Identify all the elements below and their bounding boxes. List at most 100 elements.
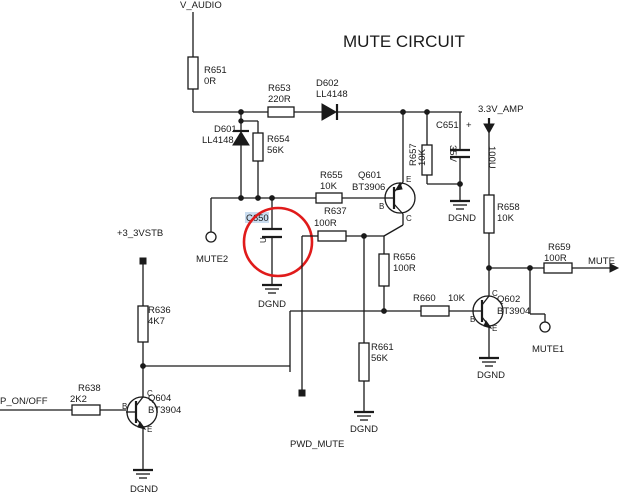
q602-pin-b: B <box>470 315 475 324</box>
net-p-on-off: P_ON/OFF <box>0 396 72 411</box>
net-label-v-audio: V_AUDIO <box>180 0 222 11</box>
r637-value: 100R <box>314 218 337 229</box>
q604-pin-b: B <box>122 402 127 411</box>
net-pwd-mute: PWD_MUTE <box>143 236 344 450</box>
net-label-p-on-off: P_ON/OFF <box>0 396 48 407</box>
mute1-label: MUTE1 <box>532 344 564 355</box>
highlight-ring-c650 <box>242 206 314 278</box>
q602-ref: Q602 <box>497 294 520 305</box>
net-label-mute: MUTE <box>588 256 615 267</box>
q601-pin-e: E <box>406 175 411 184</box>
schematic-title: MUTE CIRCUIT <box>343 32 465 51</box>
transistor-q604: Q604 BT3904 B C E <box>122 389 181 470</box>
transistor-q601: Q601 BT3906 B E C <box>352 112 416 237</box>
r661-value: 56K <box>371 353 389 364</box>
q604-pin-e: E <box>147 425 152 434</box>
net-label-pwd-mute: PWD_MUTE <box>290 439 344 450</box>
d601-ref: D601 <box>214 124 237 135</box>
q601-ref: Q601 <box>358 170 381 181</box>
r636-value: 4K7 <box>148 316 165 327</box>
net-3v3-amp: 3.3V_AMP <box>478 104 523 195</box>
resistor-r653: R653 220R <box>267 83 295 118</box>
test-point-mute1: MUTE1 <box>529 268 564 355</box>
q602-value: BT3904 <box>497 306 530 317</box>
c650-highlight <box>245 212 269 223</box>
d602-value: LL4148 <box>316 89 348 100</box>
r653-value: 220R <box>268 94 291 105</box>
c650-marker: U <box>259 237 268 243</box>
capacitor-c651: C651 35V 100U + <box>436 112 497 201</box>
r653-ref: R653 <box>268 83 291 94</box>
r655-ref: R655 <box>320 170 343 181</box>
net-3v3-stb: +3_3VSTB <box>117 228 163 306</box>
resistor-r655: R655 10K <box>315 170 384 204</box>
r660-value: 10K <box>448 293 466 304</box>
q601-value: BT3906 <box>352 182 385 193</box>
resistor-r637: R637 100R <box>302 206 384 242</box>
ground-c650: DGND <box>258 283 286 310</box>
q604-gnd-label: DGND <box>130 484 158 495</box>
q602-gnd-label: DGND <box>477 370 505 381</box>
q604-value: BT3904 <box>148 405 181 416</box>
ground-r661: DGND <box>350 410 378 435</box>
resistor-r660: R660 10K <box>289 293 482 372</box>
r659-ref: R659 <box>548 242 571 253</box>
c651-polarity: + <box>466 120 472 131</box>
r658-ref: R658 <box>497 202 520 213</box>
ground-c651: DGND <box>448 199 476 224</box>
net-label-3v3-amp: 3.3V_AMP <box>478 104 523 115</box>
r657-ref: R657 <box>408 143 419 166</box>
r651-ref: R651 <box>204 65 227 76</box>
d602-ref: D602 <box>316 78 339 89</box>
c651-voltage: 35V <box>447 145 458 163</box>
net-v-audio: V_AUDIO <box>180 0 222 57</box>
resistor-r651: R651 0R <box>187 56 227 112</box>
d601-value: LL4148 <box>202 135 234 146</box>
r661-ref: R661 <box>371 342 394 353</box>
r656-value: 100R <box>393 263 416 274</box>
net-mute-output: MUTE <box>588 256 620 273</box>
transistor-q602: Q602 BT3904 B C E <box>470 289 530 358</box>
test-point-mute2: MUTE2 <box>196 231 228 265</box>
c651-ref: C651 <box>436 120 459 131</box>
r638-value: 2K2 <box>70 394 87 405</box>
resistor-r636: R636 4K7 <box>137 305 171 400</box>
r656-ref: R656 <box>393 252 416 263</box>
r657-value: 10K <box>417 148 428 166</box>
q601-pin-b: B <box>379 202 384 211</box>
q604-ref: Q604 <box>148 393 171 404</box>
ground-q602: DGND <box>477 356 505 381</box>
q604-pin-c: C <box>147 389 153 398</box>
r658-value: 10K <box>497 213 515 224</box>
resistor-r658: R658 10K <box>483 194 520 293</box>
r638-ref: R638 <box>78 383 101 394</box>
ground-q604: DGND <box>130 468 158 495</box>
r660-ref: R660 <box>413 293 436 304</box>
diode-d602: D602 LL4148 <box>316 78 348 121</box>
r661-gnd-label: DGND <box>350 424 378 435</box>
r651-value: 0R <box>204 76 216 87</box>
c650-gnd-label: DGND <box>258 299 286 310</box>
mute2-label: MUTE2 <box>196 254 228 265</box>
resistor-r661: R661 56K <box>358 236 394 412</box>
resistor-r659: R659 100R <box>489 242 610 274</box>
c651-gnd-label: DGND <box>448 213 476 224</box>
c651-value: 100U <box>486 146 497 169</box>
resistor-r638: R638 2K2 <box>70 383 126 416</box>
resistor-r654: R654 56K <box>238 118 290 198</box>
diode-d601: D601 LL4148 <box>202 112 250 198</box>
r654-value: 56K <box>267 145 285 156</box>
q601-pin-c: C <box>406 214 412 223</box>
r655-value: 10K <box>320 181 338 192</box>
capacitor-c650: C650 U <box>245 212 282 285</box>
q602-pin-e: E <box>492 324 497 333</box>
net-label-3v3-stb: +3_3VSTB <box>117 228 163 239</box>
r637-ref: R637 <box>324 206 347 217</box>
r659-value: 100R <box>544 253 567 264</box>
c650-ref: C650 <box>246 213 269 224</box>
q602-pin-c: C <box>492 289 498 298</box>
r636-ref: R636 <box>148 305 171 316</box>
r654-ref: R654 <box>267 134 290 145</box>
resistor-r656: R656 100R <box>378 236 416 311</box>
